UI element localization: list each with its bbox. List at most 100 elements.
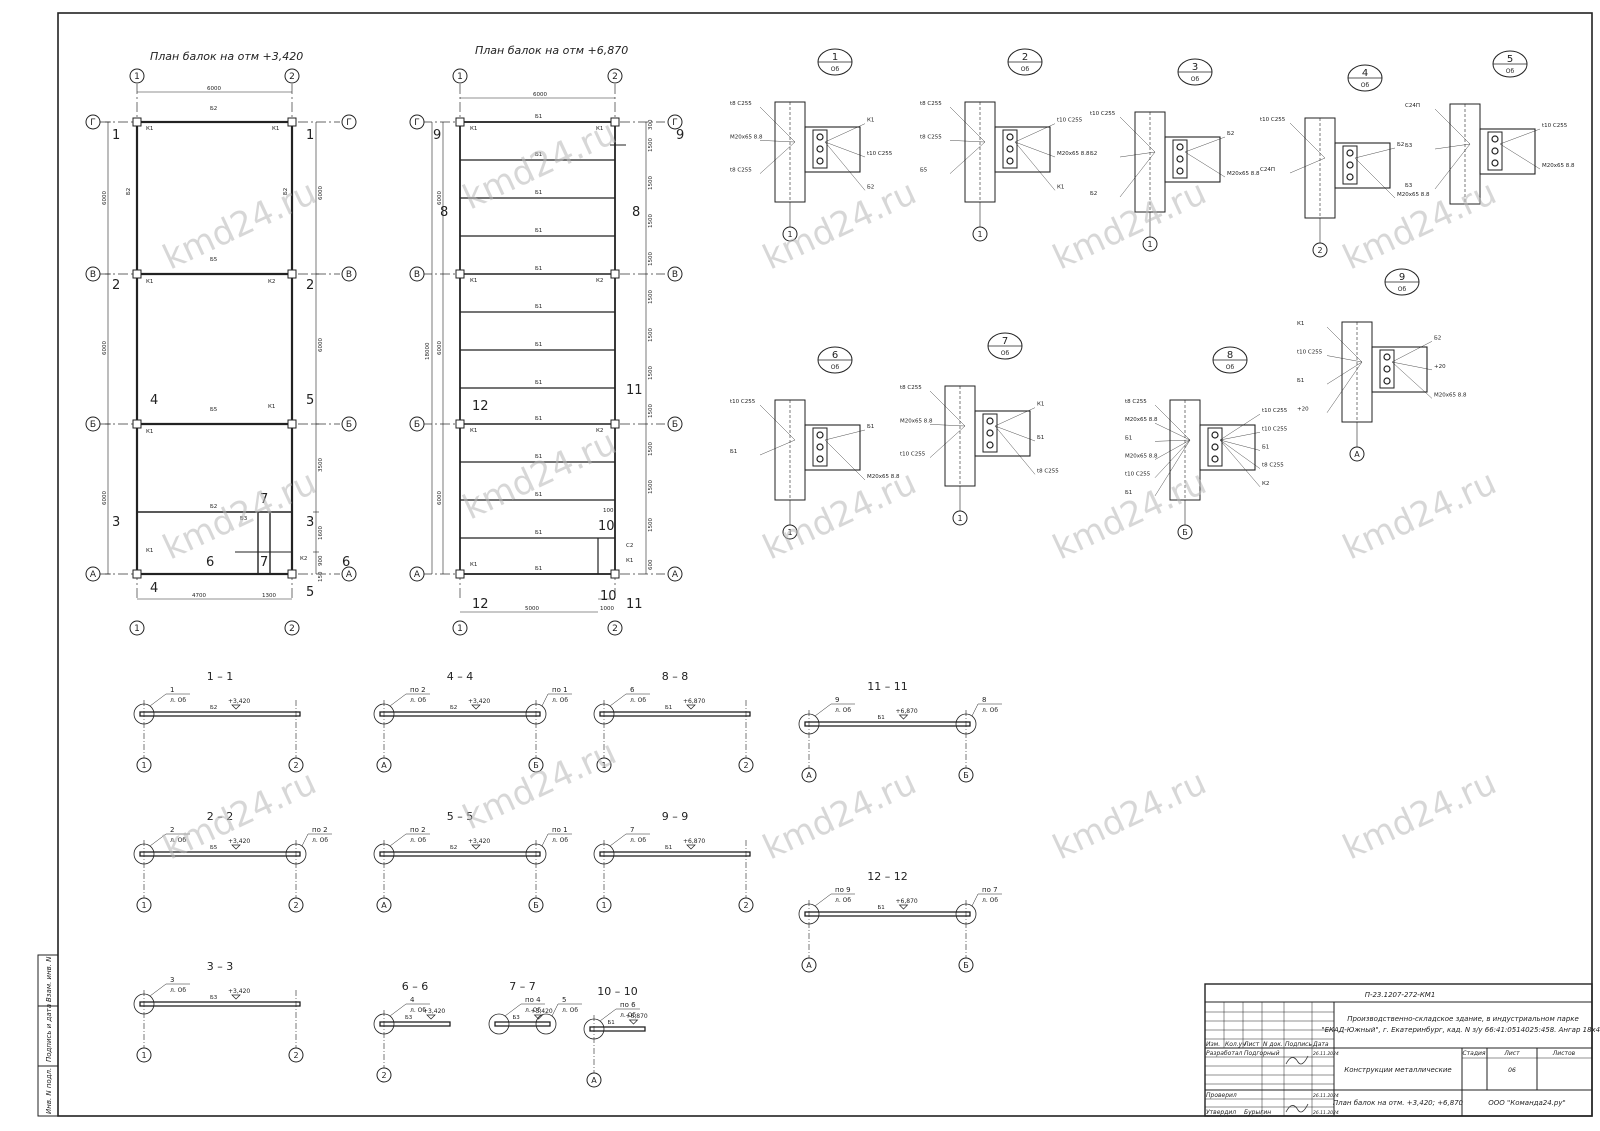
section-axis-bubble [801,957,817,973]
p1-col-3: К2 [268,279,275,285]
p2-dim-r1: 1500 [648,138,654,152]
bolt [1211,431,1219,439]
watermark-text: kmd24.ru [457,733,623,839]
p2-dim-r8: 1500 [648,404,654,418]
p2-sec-12b: 12 [472,597,489,612]
section-axis-bubble [596,757,612,773]
elevation-mark [686,844,696,850]
node-label: +20 [1434,364,1446,370]
p1-col-4: К1 [146,429,153,435]
detail-ref-number: 5 [562,996,566,1004]
tb-col-list: Лист [1243,1041,1260,1048]
p2-col-2: К1 [596,126,603,132]
section-elevation: +3,420 [423,1008,445,1015]
node-label: t8 C255 [1037,468,1059,474]
section-beam-label: Б1 [665,705,672,711]
section-axis-label: А [806,771,812,780]
leader-line [824,429,866,441]
p1-axis-2-bottom: 2 [289,624,295,634]
p2-axis-g-right: Г [672,118,678,128]
section-axis-bubble [288,757,304,773]
section-beam-label: Б5 [210,845,218,851]
node-label: t8 C255 [920,134,942,140]
node-label: К1 [1057,184,1064,190]
node-label: t10 C255 [867,151,893,157]
p2-dim-r4: 1500 [648,252,654,266]
node-sheet: Об [1191,76,1200,83]
p2-axis-a-right: А [672,570,679,580]
leader-line [1219,439,1261,451]
p1-axis-b-right: Б [346,420,352,430]
section-axis-bubble [376,897,392,913]
node-label: М20х65 8.8 [1057,151,1090,157]
leader-line [1154,423,1191,441]
p1-dim-r3: 3500 [318,458,324,472]
node-label: Б2 [1434,335,1441,341]
detail-ref-number: 1 [170,686,174,694]
section-axis-bubble [801,767,817,783]
detail-ref-number: 7 [630,826,634,834]
p2-axis-2-bottom: 2 [612,624,618,634]
detail-ref-sheet: л. Об [170,697,186,704]
node-label: К1 [1297,321,1304,327]
detail-ref-number: по 7 [982,886,998,894]
p2-dim-r0: 300 [648,119,654,130]
detail-ref-sheet: л. Об [170,987,186,994]
leader-line [1391,361,1433,399]
p1-col-6: К2 [300,556,307,562]
p2-dim-b2: 1000 [600,606,614,612]
tb-company: ООО "Команда24.ру" [1488,1099,1565,1107]
section-elevation: +6,870 [683,838,705,845]
p2-dim-b1: 5000 [525,606,539,612]
bolt [1383,365,1391,373]
detail-circle [535,1013,557,1035]
node-label: Б1 [1125,490,1132,496]
node-label: М20х65 8.8 [900,418,933,424]
bolt [1491,159,1499,167]
p1-dim-b1: 4700 [192,593,206,599]
section-beam [494,1021,551,1027]
leader-line [1154,439,1191,497]
node-beam [1334,142,1391,189]
p2-dim-v3: 6000 [437,491,443,505]
p2-beam-5: Б1 [535,266,542,272]
elevation-mark [426,1014,436,1020]
section-beam [379,851,541,857]
node-beam [1479,128,1536,175]
leader-line [1219,413,1261,441]
section-axis-label: Б [963,961,969,970]
tb-object-2: "ЕКАД-Южный", г. Екатеринбург, кад. N з/… [1321,1026,1600,1034]
sheet-frame [57,12,1593,1117]
p2-col-1: К1 [470,126,477,132]
section-elevation: +6,870 [896,898,918,905]
detail-ref-sheet: л. Об [312,837,328,844]
watermark-text: kmd24.ru [1337,463,1503,569]
node-label: t8 C255 [1262,463,1284,469]
detail-ref-sheet: л. Об [525,1007,541,1014]
section-axis-bubble [958,767,974,783]
node-beam [994,126,1051,173]
p2-sec-9a: 9 [433,128,441,143]
node-label: t10 C255 [1262,426,1288,432]
section-axis-label: 1 [141,761,146,770]
leader-line [994,425,1036,442]
section-axis-label: 2 [743,761,748,770]
node-axis-bubble [1312,242,1328,258]
detail-ref-number: по 4 [525,996,541,1004]
node-sheet: Об [1361,82,1370,89]
elevation-mark [686,704,696,710]
p2-axis-2-top: 2 [612,72,618,82]
detail-ref-number: 3 [170,976,174,984]
node-label: t10 C255 [1297,350,1323,356]
leader-line [1326,361,1363,413]
section-beam [599,711,751,717]
